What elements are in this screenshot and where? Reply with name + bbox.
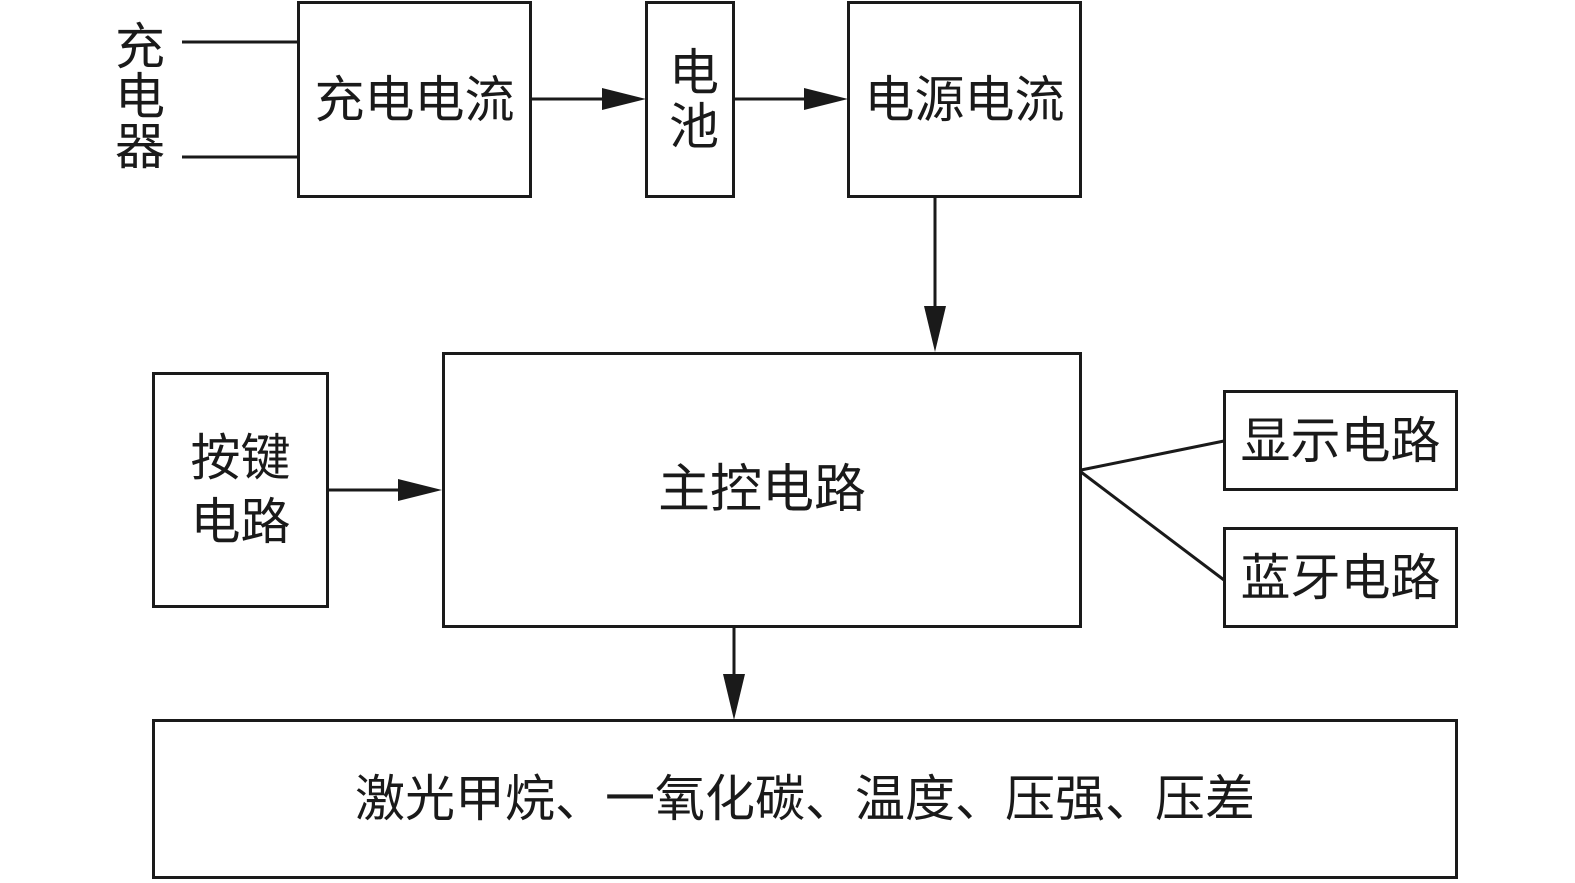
display-circuit-box: 显示电路: [1223, 390, 1458, 491]
charging-current-box: 充电电流: [297, 1, 532, 198]
edge-main-to-display: [1080, 439, 1225, 472]
arrowhead-battery-to-power: [804, 88, 848, 110]
bluetooth-circuit-label: 蓝牙电路: [1240, 548, 1441, 607]
charging-current-label: 充电电流: [314, 70, 515, 129]
battery-box: 电池: [645, 1, 735, 198]
battery-label: 电池: [661, 45, 719, 154]
main-control-label: 主控电路: [657, 459, 866, 520]
power-current-label: 电源电流: [864, 70, 1065, 129]
key-circuit-label: 按键电路: [190, 429, 291, 551]
key-circuit-box: 按键电路: [152, 372, 329, 608]
power-current-box: 电源电流: [847, 1, 1082, 198]
arrowhead-main-to-sensors: [723, 674, 745, 720]
charger-label: 充电器: [107, 20, 165, 170]
display-circuit-label: 显示电路: [1240, 411, 1441, 470]
arrowhead-power-to-main: [924, 306, 946, 352]
sensors-label: 激光甲烷、一氧化碳、温度、压强、压差: [355, 770, 1255, 828]
edge-main-to-bluetooth: [1080, 470, 1225, 582]
bluetooth-circuit-box: 蓝牙电路: [1223, 527, 1458, 628]
sensors-box: 激光甲烷、一氧化碳、温度、压强、压差: [152, 719, 1458, 879]
main-control-box: 主控电路: [442, 352, 1082, 628]
arrowhead-key-to-main: [398, 479, 442, 501]
arrowhead-charging-to-battery: [602, 88, 646, 110]
